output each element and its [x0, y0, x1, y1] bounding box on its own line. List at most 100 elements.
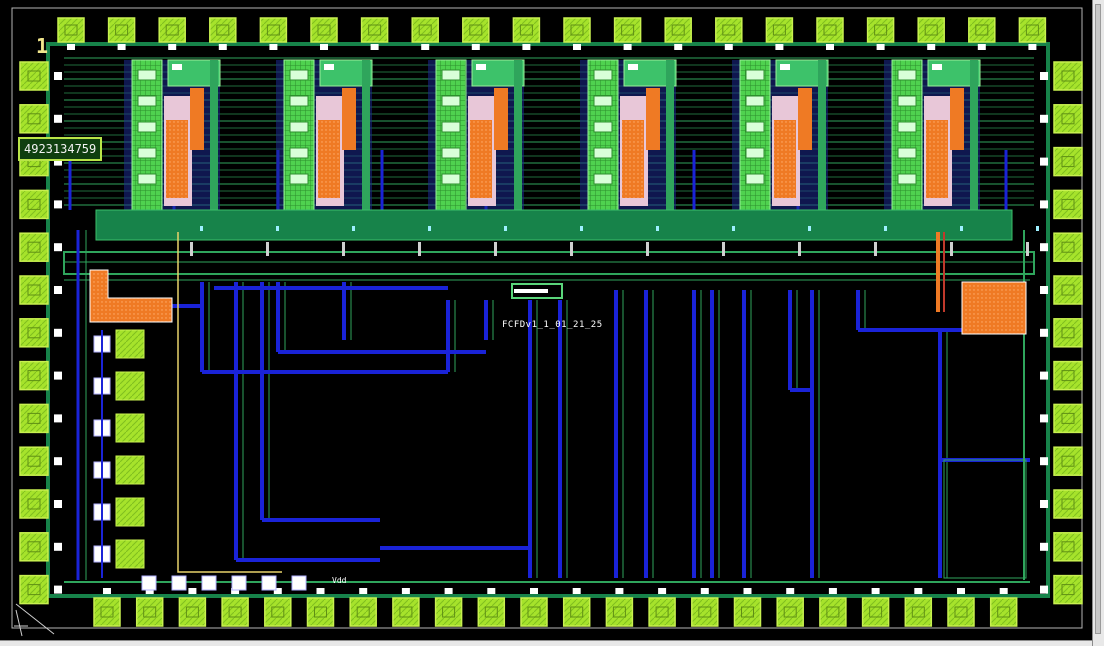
pad-left[interactable] — [19, 232, 49, 262]
pad-top[interactable] — [866, 17, 895, 43]
pad-bottom[interactable] — [135, 597, 164, 627]
pad-top[interactable] — [664, 17, 692, 43]
yellow-net — [177, 232, 282, 573]
pad-bottom[interactable] — [605, 597, 634, 627]
pad-top[interactable] — [816, 17, 844, 43]
pad-bottom[interactable] — [520, 597, 548, 627]
scrollbar-thumb[interactable] — [1095, 4, 1101, 634]
pad-top[interactable] — [158, 17, 186, 43]
column-blocks — [124, 59, 981, 211]
cell-pad — [115, 329, 145, 359]
chip-name-label: FCFDv1_1_01_21_25 — [502, 320, 603, 330]
pad-bottom[interactable] — [434, 597, 463, 627]
cell-pad — [115, 539, 145, 569]
pad-right[interactable] — [1053, 403, 1083, 434]
pad-bottom[interactable] — [392, 597, 420, 627]
pad-top[interactable] — [259, 17, 288, 43]
pad-left[interactable] — [19, 360, 49, 391]
layer-number: 1 — [36, 34, 49, 58]
pad-bottom[interactable] — [93, 597, 121, 627]
pad-bottom[interactable] — [691, 597, 719, 627]
pad-top[interactable] — [715, 17, 743, 43]
pad-left[interactable] — [19, 189, 49, 220]
pad-left[interactable] — [19, 104, 49, 134]
pad-top[interactable] — [462, 17, 490, 43]
pad-right[interactable] — [1053, 574, 1083, 605]
pad-bottom[interactable] — [648, 597, 676, 627]
power-block-right — [961, 281, 1027, 335]
main-bus — [95, 209, 1013, 241]
pad-right[interactable] — [1053, 189, 1083, 220]
pad-top[interactable] — [310, 17, 338, 43]
pad-top[interactable] — [209, 17, 237, 43]
origin-marker-icon — [14, 609, 28, 637]
secondary-bus — [63, 251, 1035, 275]
pad-bottom[interactable] — [178, 597, 207, 627]
pad-top[interactable] — [563, 17, 591, 43]
io-pads[interactable] — [19, 17, 1083, 627]
pad-left[interactable] — [19, 532, 49, 562]
pad-right[interactable] — [1053, 360, 1083, 391]
pad-top[interactable] — [1018, 17, 1047, 43]
pad-top[interactable] — [765, 17, 794, 43]
cell-pad — [115, 371, 145, 401]
pad-bottom[interactable] — [306, 597, 335, 627]
pad-bottom[interactable] — [819, 597, 847, 627]
pad-bottom[interactable] — [861, 597, 890, 627]
vertical-scrollbar[interactable] — [1092, 0, 1104, 646]
pad-left[interactable] — [19, 446, 49, 476]
pad-right[interactable] — [1053, 489, 1083, 519]
pad-bottom[interactable] — [904, 597, 933, 627]
column-block — [428, 59, 525, 211]
horizontal-scrollbar[interactable] — [0, 640, 1092, 646]
pad-right[interactable] — [1053, 532, 1083, 562]
pad-right[interactable] — [1053, 232, 1083, 262]
pad-top[interactable] — [360, 17, 389, 43]
metal-routing — [64, 230, 1030, 583]
column-block — [884, 59, 981, 211]
column-block — [580, 59, 677, 211]
pad-right[interactable] — [1053, 146, 1083, 177]
pad-right[interactable] — [1053, 446, 1083, 476]
pad-bottom[interactable] — [264, 597, 292, 627]
cell-pad — [115, 413, 145, 443]
pad-right[interactable] — [1053, 61, 1083, 91]
column-block — [276, 59, 373, 211]
pad-top[interactable] — [57, 17, 85, 43]
pad-left[interactable] — [19, 61, 49, 91]
cell-pad — [115, 497, 145, 527]
pad-top[interactable] — [917, 17, 945, 43]
vdd-label: Vdd — [332, 576, 347, 585]
pad-bottom[interactable] — [733, 597, 762, 627]
pad-bottom[interactable] — [221, 597, 249, 627]
pad-left[interactable] — [19, 275, 49, 305]
pad-left[interactable] — [19, 403, 49, 434]
pad-bottom[interactable] — [477, 597, 506, 627]
die-boundary — [11, 7, 1083, 629]
pad-top[interactable] — [107, 17, 136, 43]
column-block — [732, 59, 829, 211]
pad-left[interactable] — [19, 489, 49, 519]
pad-top[interactable] — [968, 17, 996, 43]
pad-bottom[interactable] — [947, 597, 975, 627]
coordinate-readout: 4923134759 — [18, 137, 103, 161]
pad-top[interactable] — [411, 17, 439, 43]
pad-right[interactable] — [1053, 318, 1083, 348]
column-block — [124, 59, 221, 211]
pad-bottom[interactable] — [776, 597, 804, 627]
bus-pin-labels — [190, 226, 1039, 256]
pad-right[interactable] — [1053, 104, 1083, 134]
pad-left[interactable] — [19, 318, 49, 348]
chip-layout-drawing[interactable] — [0, 0, 1092, 640]
pad-bottom[interactable] — [349, 597, 377, 627]
pad-right[interactable] — [1053, 275, 1083, 305]
cell-pad — [115, 455, 145, 485]
pad-bottom[interactable] — [989, 597, 1018, 627]
pad-left[interactable] — [19, 574, 49, 605]
pad-bottom[interactable] — [562, 597, 591, 627]
pad-top[interactable] — [512, 17, 541, 43]
layout-canvas[interactable]: 1 4923134759 FCFDv1_1_01_21_25 Vdd — [0, 0, 1092, 640]
pad-top[interactable] — [613, 17, 642, 43]
left-cell-column — [93, 329, 145, 578]
upper-signal-tracks — [64, 57, 1034, 210]
